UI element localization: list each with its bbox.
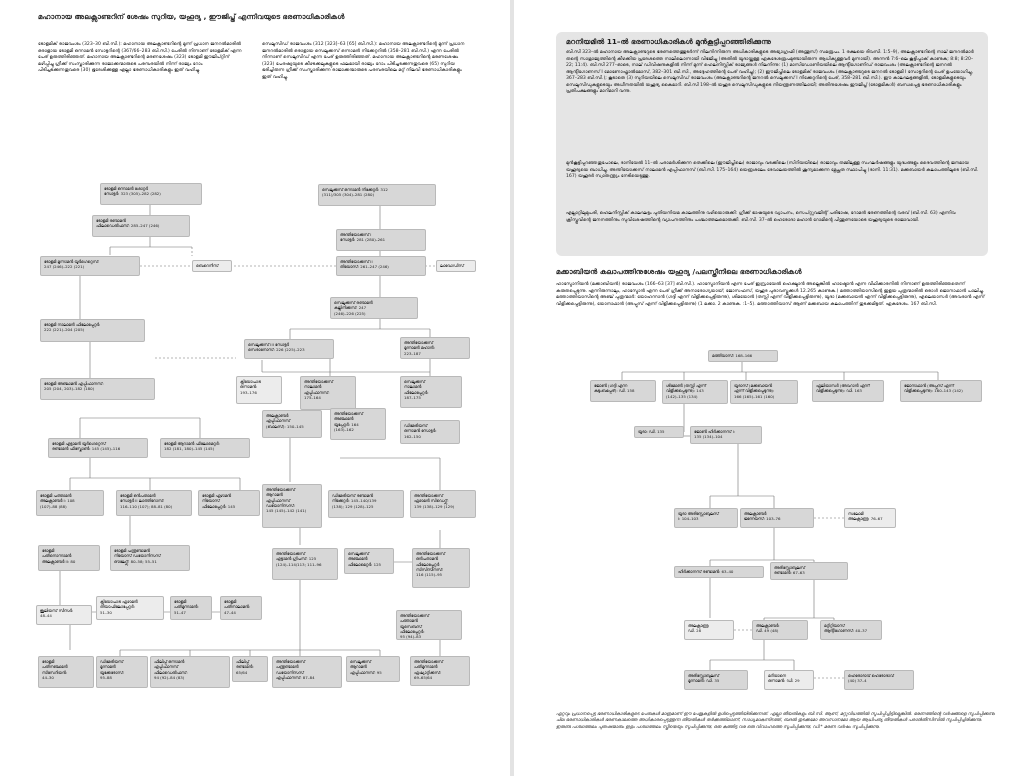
antiochus-iii-box: അന്തിയോക്കസ് മൂന്നാമൻ മഹാൻ: 223–187 xyxy=(400,337,470,359)
aristobulus-i-box: യൂദാ അരിസ്റ്റോബുലസ് I: 104–103 xyxy=(674,508,738,528)
hasmonean-title: മക്കാബിയൻ കലാപത്തിനുശേഷം യഹൂദ്യ /പലസ്തീന… xyxy=(556,267,802,276)
demetrius-iii-box: ഡിമേട്രിയസ് മൂന്നാമൻ യൂക്കേരോസ്: 95–88 xyxy=(96,656,148,688)
philip-i-box: ഫിലിപ്പ് ഒന്നാമൻ എപ്പിഫാനസ് ഫിലാഡെൽഫസ്: … xyxy=(150,656,230,688)
jannaeus-box: അലക്സാണ്ടർ ജന്നേയസ്: 103–76 xyxy=(740,508,814,528)
seleucus-vi-box: സെലൂക്കസ് ആറാമൻ എപ്പിഫാനസ്: 95 xyxy=(346,656,400,682)
hasmonean-paragraph: ഹാസ്മോനിയൻ (മക്കാബിയൻ) രാജവംശം (166–63 [… xyxy=(556,282,985,307)
intro-paragraph-1: ബി.സി 323–ൽ മഹാനായ അലക്സാണ്ടറുടെ ഭരണത്തെ… xyxy=(566,50,974,95)
hyrcanus-ii-box: ഹിർക്കാനസ് രണ്ടാമൻ: 63–40 xyxy=(674,566,764,578)
ptolemy-iii-box: ടോളമി മൂന്നാമൻ യൂർഗെറ്റെസ്: 247 (246)–22… xyxy=(40,256,140,276)
ptolemy-xiii-box: ടോളമി പതിമൂന്നാമൻ: 51–47 xyxy=(170,596,212,620)
mattathias-box: മത്തിയാസ്: 168–166 xyxy=(708,350,778,362)
ptolemy-vi-box: ടോളമി ആറാമൻ ഫിലോമെറ്റർ: 182 (181, 180)–1… xyxy=(160,438,250,458)
simon-box: ശിമോൺ (തസ്സി എന്ന് വിളിക്കപ്പെടുന്നു): 1… xyxy=(662,380,728,404)
ptolemy-xi-box: ടോളമി പതിനൊന്നാമൻ അലക്സാണ്ടർ II: 80 xyxy=(38,545,100,571)
julius-caesar-box: ജൂലിയസ് സീസർ: 48–44 xyxy=(36,605,92,625)
ptolemy-ix-box: ടോളമി ഒൻപതാമൻ സോട്ടർ II ലാത്തിറോസ്: 116–… xyxy=(116,490,192,516)
antiochus-xii-box: അന്തിയോക്കസ് പന്ത്രണ്ടാമൻ ഡയോനിസസ് എപ്പി… xyxy=(272,656,342,688)
antigonus-box: മറ്റിറ്റിയാസ് ആന്റിഗോണസ്: 40–37 xyxy=(820,620,882,640)
judas-box: യൂദാസ് (മക്കബായൻ എന്ന് വിളിക്കപ്പെടുന്നു… xyxy=(730,380,798,404)
aristobulus-ii-box: അരിസ്റ്റോബുലസ് രണ്ടാമൻ: 67–63 xyxy=(770,562,848,580)
antiochus-v-box: അന്തിയോക്കസ് അഞ്ചാമൻ യൂപ്പേറ്റർ: 164 (16… xyxy=(330,408,386,440)
antiochus-iv-box: അന്തിയോക്കസ് നാലാമൻ എപ്പിഫാനസ്: 175–164 xyxy=(300,376,356,410)
alexandra-box: അലക്സാണ്ട്ര: ഡി. 28 xyxy=(684,620,734,640)
herod-box: ഹെരോദാവ് ഹെരോദാവ് (40) 37–4 xyxy=(844,670,914,690)
left-page-title: മഹാനായ അലക്സാണ്ടറിന് ശേഷം സുറിയ, യഹൂദ്യ … xyxy=(38,12,345,21)
page-gutter xyxy=(510,0,514,776)
seleucus-i-box: സെലൂക്കസ് ഒന്നാമൻ നിക്കേറ്റർ: 312 (311)/… xyxy=(318,184,436,206)
ptolemy-xii-box: ടോളമി പന്ത്രണ്ടാമൻ നിയോസ് ഡയോനിസസ് ഔലേറ്… xyxy=(110,545,190,571)
right-connector-lines xyxy=(621,362,939,679)
intro-paragraph-3: എല്ലാറ്റിലുമുപരി, ഹെലനിസ്റ്റിക് കാലഘട്ടം… xyxy=(566,211,956,223)
ptolemy-ii-box: ടോളമി രണ്ടാമൻ ഫിലാഡെൽഫസ്: 285–247 (246) xyxy=(92,215,190,237)
laodice-box: ലാവോഡീസ് xyxy=(436,260,476,272)
antiochus-viii-box: അന്തിയോക്കസ് എട്ടാമൻ ഗ്രിപസ്: 125 (124)–… xyxy=(272,548,338,580)
antiochus-x-box: അന്തിയോക്കസ് പത്താമൻ യൂസെബസ് ഫിലോപ്പേറ്റ… xyxy=(396,610,462,640)
berenice-box: ബെറെനീസ് xyxy=(192,260,232,272)
hyrcanus-i-box: ജോൺ ഹിർക്കാനസ് I: 135 (134)–104 xyxy=(690,426,762,444)
seleucus-iv-box: സെലൂക്കസ് നാലാമൻ ഫിലോപ്പേറ്റർ: 187–175 xyxy=(400,376,462,408)
mariamne-box: മറിയാനെ ഒന്നാമൻ: ഡി. 29 xyxy=(764,670,814,690)
seleucus-ii-box: സെലൂക്കസ് രണ്ടാമൻ കല്ലിനിക്കസ്: 247 (246… xyxy=(330,297,418,319)
salome-alexandra-box: സലോമി അലക്സാണ്ട്ര: 76–67 xyxy=(844,508,896,528)
ptolemaic-intro: ടോളമിക് രാജവംശം (323–30 ബി.സി.): മഹാനായ … xyxy=(38,42,242,74)
ptolemy-v-box: ടോളമി അഞ്ചാമൻ എപ്പിഫാനസ്: 205 (204, 203)… xyxy=(40,378,155,400)
alexander-box: അലക്സാണ്ടർ: ഡി. 49 (48) xyxy=(752,620,808,640)
antiochus-ii-box: അന്തിയോക്കസ് II തിയോസ്: 261–247 (246) xyxy=(336,256,426,276)
demetrius-ii-box: ഡിമേട്രിയസ് രണ്ടാമൻ നിക്കേറ്റർ: 145–140/… xyxy=(328,490,404,518)
ptolemy-iv-box: ടോളമി നാലാമൻ ഫിലോപ്പേറ്റർ: 222 (221)–204… xyxy=(40,319,145,342)
ptolemy-x-box: ടോളമി പത്താമൻ അലക്സാണ്ടർ I: 108 (107)–88… xyxy=(36,490,104,516)
judah-box: യൂദാ: ഡി. 135 xyxy=(634,426,684,438)
antiochus-xiii-box: അന്തിയോക്കസ് പതിമൂന്നാമൻ ഏഷ്യാറ്റിക്കസ്:… xyxy=(410,656,470,686)
ptolemy-xv-box: ടോളമി പതിനഞ്ചാമൻ സീസേറിയൻ: 44–30 xyxy=(38,656,94,688)
aristobulus-iii-box: അരിസ്റ്റോബുലസ് മൂന്നാമൻ: ഡി. 35 xyxy=(684,670,748,690)
antiochus-vi-box: അന്തിയോക്കസ് ആറാമൻ എപ്പിഫാനസ് ഡയോനിസസ്: … xyxy=(262,484,322,528)
left-page: മഹാനായ അലക്സാണ്ടറിന് ശേഷം സുറിയ, യഹൂദ്യ … xyxy=(0,0,510,776)
antiochus-ix-box: അന്തിയോക്കസ് ഒൻപതാമൻ ഫിലോപ്പേറ്റർ സിസിസീ… xyxy=(412,548,470,588)
jonathan-box: ജോനാഥാൻ (അപ്പുസ് എന്ന് വിളിക്കപ്പെടുന്നു… xyxy=(900,380,982,402)
footnote: ഏറ്റവും പ്രധാനപ്പെട്ട ഭരണാധികാരികളുടെ പേ… xyxy=(556,712,996,730)
johanan-box: ജോൺ (ഗദ്ദി എന്ന കുടുംബപ്പേര്): ഡി. 158 xyxy=(590,380,656,402)
cleopatra-vii-box: ക്ലിയോപാട്ര ഏഴാമൻ തിയാഫിലോപ്പേറ്റർ: 51–3… xyxy=(96,596,164,620)
ptolemy-i-box: ടോളമി ഒന്നാമൻ ശോറ്റർ സോട്ടർ: 323 (305)–2… xyxy=(100,183,202,205)
ptolemy-vii-box: ടോളമി ഏഴാമൻ നിയോസ് ഫിലോപ്പേറ്റർ: 145 xyxy=(198,490,260,516)
eleazar-box: ഏലിയാസർ (അവറാൻ എന്ന് വിളിക്കപ്പെടുന്നു):… xyxy=(812,380,884,402)
seleucus-v-box: സെലൂക്കസ് അഞ്ചാമൻ ഫിലോമെറ്റർ: 125 xyxy=(344,548,394,574)
alexander-balas-box: അലക്സാണ്ടർ എപ്പിഫാനസ് (ബാലസ്): 150–145 xyxy=(262,410,322,438)
philip-ii-box: ഫിലിപ്പ് രണ്ടാമൻ: 65/64 xyxy=(232,656,268,682)
right-intro-title: മറനിയമിൽ 11–ൽ ഭരണാധികാരികൾ മുൻകൂട്ടിപ്പറ… xyxy=(566,37,772,46)
intro-paragraph-2: മുൻകൂട്ടിപ്പറഞ്ഞതുപോലെ, ദാനിയേൽ 11–ൽ പരാ… xyxy=(566,161,979,180)
seleucid-intro: സെലൂസിഡ് രാജവംശം (312 [323]–63 [65] ബി.സ… xyxy=(262,42,465,80)
intro-panel xyxy=(556,32,988,256)
ptolemy-viii-box: ടോളമി എട്ടാമൻ യൂർഗെറ്റെസ് രണ്ടാമൻ ഫിസ്കോ… xyxy=(48,438,148,458)
ptolemy-xiv-box: ടോളമി പതിനാലാമൻ: 47–44 xyxy=(220,596,262,620)
cleopatra-i-box: ക്ലിയോപാട്ര ഒന്നാമൻ: 193–176 xyxy=(236,376,282,404)
right-page: മറനിയമിൽ 11–ൽ ഭരണാധികാരികൾ മുൻകൂട്ടിപ്പറ… xyxy=(514,0,1024,776)
demetrius-i-box: ഡിമേട്രിയസ് ഒന്നാമൻ സോട്ടർ: 162–150 xyxy=(400,420,460,444)
antiochus-vii-box: അന്തിയോക്കസ് ഏഴാമൻ സിഡെറ്റ്സ്: 139 (138)… xyxy=(410,490,476,518)
seleucus-iii-box: സെലൂക്കസ് III സോട്ടർ സെരാനോസ്: 226 (225)… xyxy=(244,339,334,359)
antiochus-i-box: അന്തിയോക്കസ് I സോട്ടർ: 281 (280)–261 xyxy=(336,229,426,251)
